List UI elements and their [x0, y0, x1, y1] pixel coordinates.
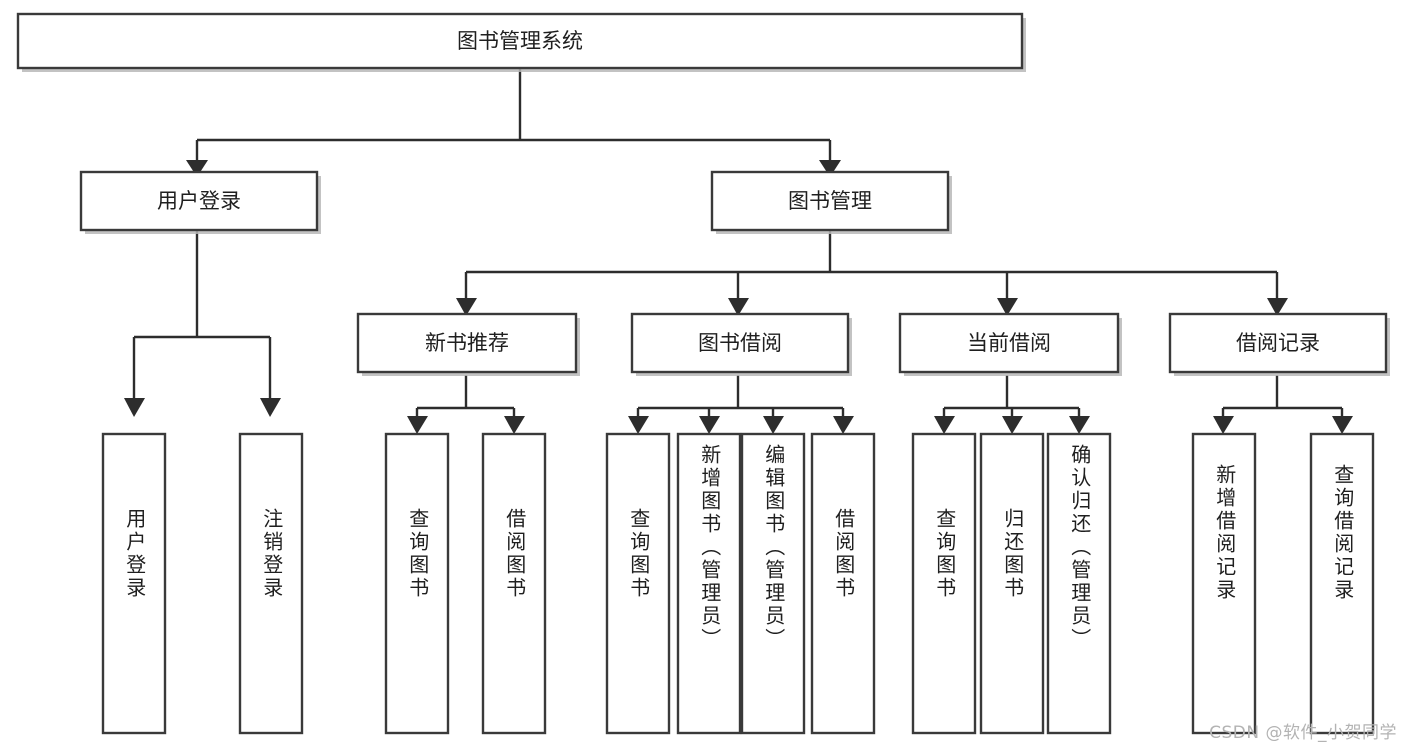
node-borrow-record[interactable]: 借阅记录: [1168, 312, 1390, 376]
root-label: 图书管理系统: [457, 29, 583, 53]
leaf-box-8[interactable]: [810, 432, 876, 735]
leaf-box-5[interactable]: [605, 432, 671, 735]
borrow-record-label: 借阅记录: [1236, 331, 1320, 355]
new-book-box[interactable]: [356, 312, 578, 374]
leaf-box-3[interactable]: [384, 432, 450, 735]
arrow-to-borrow: [728, 298, 749, 316]
leaf-node-user-login[interactable]: 用户登录: [103, 434, 165, 733]
leaf-node-add-book-admin[interactable]: 新增图书（管理员）: [678, 434, 740, 733]
current-borrow-box[interactable]: [898, 312, 1120, 374]
leaf-label-8: 借阅图书: [831, 508, 856, 600]
arrow-leaf-2: [260, 398, 281, 417]
leaf-box-1[interactable]: [101, 432, 167, 735]
leaf-box-4[interactable]: [481, 432, 547, 735]
arrow-to-user-login: [186, 160, 208, 177]
leaf-node-borrow-book[interactable]: 借阅图书: [812, 434, 874, 733]
borrow-record-box[interactable]: [1168, 312, 1388, 374]
leaf-box-13[interactable]: [1309, 432, 1375, 735]
book-manage-box[interactable]: [710, 170, 950, 232]
leaf-label-6: 新增图书（管理员）: [697, 444, 722, 651]
arrow-leaf-11: [1069, 416, 1090, 434]
leaf-node-add-borrow-record[interactable]: 新增借阅记录: [1193, 434, 1255, 733]
new-book-label: 新书推荐: [425, 331, 509, 355]
arrow-leaf-1: [124, 398, 145, 417]
leaf-box-9[interactable]: [911, 432, 977, 735]
arrow-leaf-8: [833, 416, 854, 434]
leaf-label-12: 新增借阅记录: [1212, 464, 1237, 602]
leaf-label-4: 借阅图书: [502, 508, 527, 600]
node-book-borrow[interactable]: 图书借阅: [630, 312, 852, 376]
leaf-box-12[interactable]: [1191, 432, 1257, 735]
arrow-to-book-manage: [819, 160, 841, 177]
leaf-node-borrow-book-newrec[interactable]: 借阅图书: [483, 434, 545, 733]
leaf-box-10[interactable]: [979, 432, 1045, 735]
leaf-label-2: 注销登录: [259, 508, 284, 600]
leaf-box-7[interactable]: [740, 432, 806, 735]
leaf-label-11: 确认归还（管理员）: [1067, 444, 1092, 651]
leaf-node-return-book[interactable]: 归还图书: [981, 434, 1043, 733]
leaf-box-6[interactable]: [676, 432, 742, 735]
leaf-node-confirm-return-admin[interactable]: 确认归还（管理员）: [1048, 434, 1110, 733]
arrow-leaf-12: [1213, 416, 1234, 434]
arrow-to-current: [997, 298, 1018, 316]
leaf-box-group: [101, 432, 1375, 735]
connector-group: [124, 68, 1353, 434]
book-manage-label: 图书管理: [788, 189, 872, 213]
book-borrow-box[interactable]: [630, 312, 850, 374]
leaf-node-logout[interactable]: 注销登录: [240, 434, 302, 733]
book-borrow-label: 图书借阅: [698, 331, 782, 355]
node-book-manage[interactable]: 图书管理: [710, 170, 952, 234]
arrow-leaf-6: [699, 416, 720, 434]
arrow-to-record: [1267, 298, 1288, 316]
arrow-leaf-4: [504, 416, 525, 434]
leaf-box-11[interactable]: [1046, 432, 1112, 735]
arrow-leaf-13: [1332, 416, 1353, 434]
arrow-leaf-5: [628, 416, 649, 434]
leaf-node-query-book-newrec[interactable]: 查询图书: [386, 434, 448, 733]
node-user-login[interactable]: 用户登录: [79, 170, 321, 234]
root-box[interactable]: [16, 12, 1024, 70]
node-root[interactable]: 图书管理系统: [16, 12, 1026, 72]
leaf-label-5: 查询图书: [626, 508, 651, 600]
leaf-box-2[interactable]: [238, 432, 304, 735]
leaf-node-query-book-borrow[interactable]: 查询图书: [607, 434, 669, 733]
node-new-book-recommend[interactable]: 新书推荐: [356, 312, 580, 376]
leaf-node-edit-book-admin[interactable]: 编辑图书（管理员）: [742, 434, 804, 733]
arrow-leaf-10: [1002, 416, 1023, 434]
current-borrow-label: 当前借阅: [967, 331, 1051, 355]
leaf-label-3: 查询图书: [405, 508, 430, 600]
leaf-node-query-book-current[interactable]: 查询图书: [913, 434, 975, 733]
node-current-borrow[interactable]: 当前借阅: [898, 312, 1122, 376]
arrow-leaf-3: [407, 416, 428, 434]
arrow-leaf-7: [763, 416, 784, 434]
leaf-label-1: 用户登录: [122, 508, 147, 600]
leaf-label-10: 归还图书: [1000, 508, 1025, 600]
leaf-label-9: 查询图书: [932, 508, 957, 600]
arrow-leaf-9: [934, 416, 955, 434]
arrow-to-new-book: [456, 298, 477, 316]
user-login-label: 用户登录: [157, 189, 241, 213]
leaf-label-7: 编辑图书（管理员）: [761, 444, 786, 651]
watermark: CSDN @软件_小贺同学: [1209, 723, 1397, 743]
leaf-node-query-borrow-record[interactable]: 查询借阅记录: [1311, 434, 1373, 733]
leaf-label-13: 查询借阅记录: [1330, 464, 1355, 602]
user-login-box[interactable]: [79, 170, 319, 232]
